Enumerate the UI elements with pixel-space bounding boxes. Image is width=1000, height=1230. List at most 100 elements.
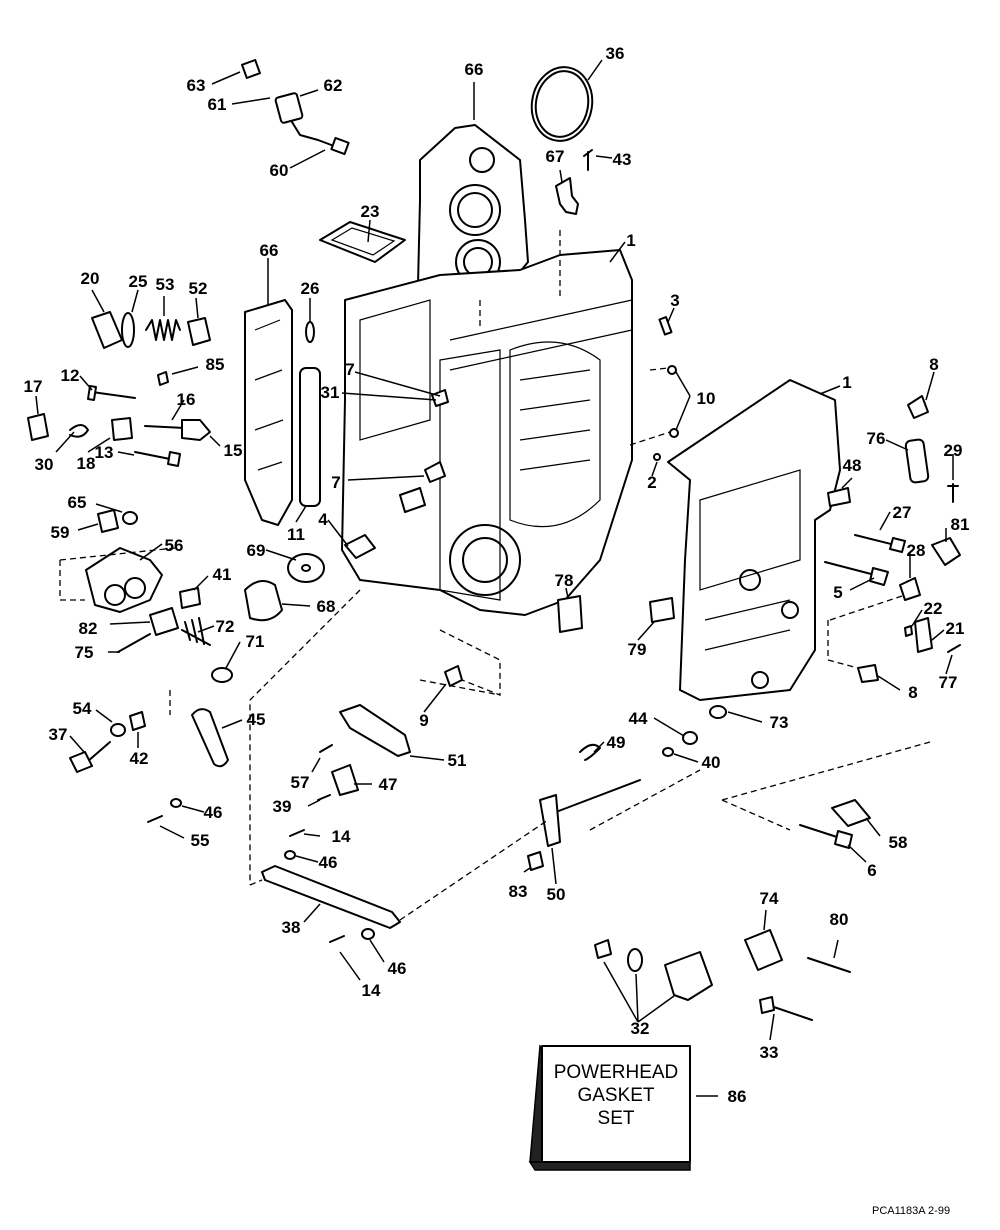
callout-33: 33	[760, 1043, 779, 1062]
callout-60: 60	[270, 161, 289, 180]
callout-67: 67	[546, 147, 565, 166]
callout-5: 5	[833, 583, 842, 602]
callout-6: 6	[867, 861, 876, 880]
gasket-set-line: SET	[597, 1107, 635, 1129]
callout-3: 3	[670, 291, 679, 310]
callout-1: 1	[626, 231, 635, 250]
callout-78: 78	[555, 571, 574, 590]
callout-55: 55	[191, 831, 210, 850]
callout-59: 59	[51, 523, 70, 542]
callout-53: 53	[156, 275, 175, 294]
callout-63: 63	[187, 76, 206, 95]
callout-1: 1	[842, 373, 851, 392]
grommet-part	[244, 580, 283, 622]
callout-66: 66	[260, 241, 279, 260]
callout-47: 47	[379, 775, 398, 794]
callout-21: 21	[946, 619, 965, 638]
callout-14: 14	[362, 981, 381, 1000]
bracket-part	[555, 177, 579, 215]
sensor-assembly-part	[241, 59, 350, 156]
callout-43: 43	[613, 150, 632, 169]
callout-13: 13	[95, 443, 114, 462]
callout-77: 77	[939, 673, 958, 692]
callout-46: 46	[204, 803, 223, 822]
crankcase-cover-part	[667, 379, 841, 701]
callout-75: 75	[75, 643, 94, 662]
cover-plate-part	[319, 221, 406, 263]
callout-52: 52	[189, 279, 208, 298]
callout-79: 79	[628, 640, 647, 659]
callout-11: 11	[287, 525, 305, 544]
callout-58: 58	[889, 833, 908, 852]
document-code: PCA1183A 2-99	[872, 1205, 951, 1217]
callout-50: 50	[547, 885, 566, 904]
callout-81: 81	[951, 515, 970, 534]
callout-4: 4	[318, 510, 328, 529]
callout-23: 23	[361, 202, 380, 221]
cylinder-block-part	[341, 249, 633, 616]
callout-86: 86	[728, 1087, 747, 1106]
callout-49: 49	[607, 733, 626, 752]
link-rod-part	[261, 865, 401, 929]
lever-part	[191, 708, 229, 768]
callout-30: 30	[35, 455, 54, 474]
callout-31: 31	[321, 383, 340, 402]
callout-74: 74	[760, 889, 779, 908]
callout-44: 44	[629, 709, 648, 728]
callout-8: 8	[929, 355, 938, 374]
callout-15: 15	[224, 441, 243, 460]
throttle-arm-part	[339, 704, 411, 757]
callout-16: 16	[177, 390, 196, 409]
callout-22: 22	[924, 599, 943, 618]
callout-12: 12	[61, 366, 80, 385]
callout-9: 9	[419, 711, 428, 730]
callout-40: 40	[702, 753, 721, 772]
callout-42: 42	[130, 749, 149, 768]
callout-7: 7	[345, 360, 354, 379]
callout-48: 48	[843, 456, 862, 475]
callout-68: 68	[317, 597, 336, 616]
gasket-set-label: POWERHEAD GASKET SET	[542, 1045, 690, 1145]
callout-80: 80	[830, 910, 849, 929]
callout-54: 54	[73, 699, 92, 718]
gasket-set-line: GASKET	[577, 1084, 655, 1106]
callout-32: 32	[631, 1019, 650, 1038]
washer-part	[287, 553, 325, 583]
callout-57: 57	[291, 773, 310, 792]
callout-39: 39	[273, 797, 292, 816]
callout-46: 46	[319, 853, 338, 872]
callout-51: 51	[448, 751, 467, 770]
callout-83: 83	[509, 882, 528, 901]
callout-14: 14	[332, 827, 351, 846]
gasket-set-line: POWERHEAD	[553, 1061, 679, 1083]
callout-62: 62	[324, 76, 343, 95]
callout-20: 20	[81, 269, 100, 288]
callout-46: 46	[388, 959, 407, 978]
callout-71: 71	[246, 632, 265, 651]
tube-part	[299, 367, 321, 507]
callout-45: 45	[247, 710, 266, 729]
callout-10: 10	[697, 389, 716, 408]
callout-7: 7	[331, 473, 340, 492]
callout-25: 25	[129, 272, 148, 291]
callout-8: 8	[908, 683, 917, 702]
callout-38: 38	[282, 918, 301, 937]
callout-72: 72	[216, 617, 235, 636]
callout-26: 26	[301, 279, 320, 298]
callout-36: 36	[606, 44, 625, 63]
callout-17: 17	[24, 377, 43, 396]
callout-18: 18	[77, 454, 96, 473]
callout-56: 56	[165, 536, 184, 555]
callout-66: 66	[465, 60, 484, 79]
callout-76: 76	[867, 429, 886, 448]
callout-29: 29	[944, 441, 963, 460]
callout-27: 27	[893, 503, 912, 522]
callout-69: 69	[247, 541, 266, 560]
callout-73: 73	[770, 713, 789, 732]
callout-2: 2	[647, 473, 656, 492]
o-ring-part	[530, 66, 594, 142]
callout-85: 85	[206, 355, 225, 374]
bushing-part	[744, 929, 783, 971]
callout-37: 37	[49, 725, 68, 744]
